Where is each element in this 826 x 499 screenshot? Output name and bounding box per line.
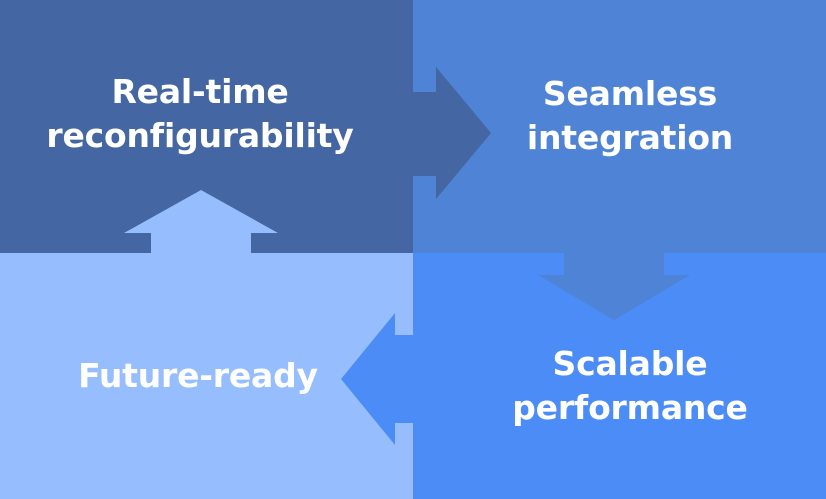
arrow-left-icon bbox=[341, 313, 413, 445]
label-future-ready: Future-ready bbox=[0, 354, 396, 398]
arrow-right-icon bbox=[413, 67, 491, 199]
arrow-up-icon bbox=[124, 190, 278, 253]
label-line: reconfigurability bbox=[46, 116, 354, 155]
label-line: Scalable bbox=[552, 344, 708, 383]
label-line: Real-time bbox=[111, 72, 289, 111]
label-line: performance bbox=[512, 388, 748, 427]
label-scalable-performance: Scalable performance bbox=[420, 342, 826, 430]
arrow-down-icon bbox=[538, 253, 690, 320]
label-seamless-integration: Seamless integration bbox=[420, 72, 826, 160]
label-line: Future-ready bbox=[78, 356, 318, 395]
label-line: Seamless bbox=[542, 74, 718, 113]
label-real-time-reconfigurability: Real-time reconfigurability bbox=[0, 70, 400, 158]
label-line: integration bbox=[526, 118, 734, 157]
